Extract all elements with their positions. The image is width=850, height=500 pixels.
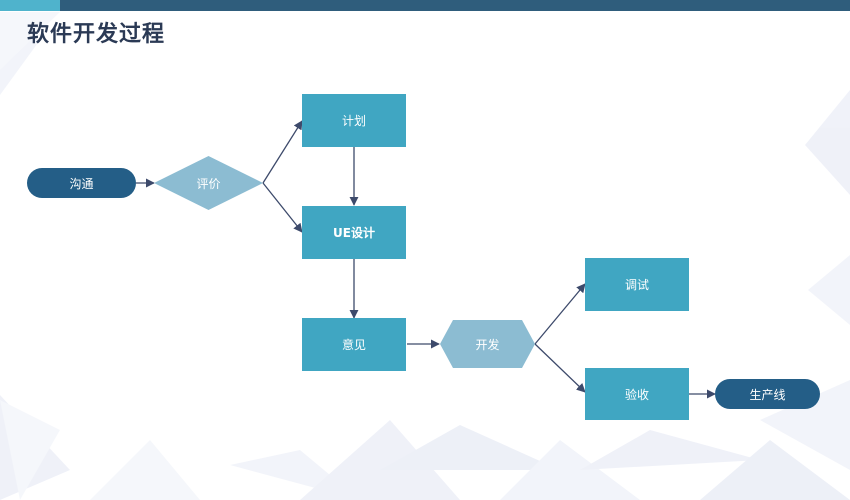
node-tiaoshi[interactable]: 调试 xyxy=(624,278,649,292)
top-bar-accent xyxy=(0,0,60,11)
node-jihua-shape xyxy=(302,94,406,147)
node-yijian-shape xyxy=(302,318,406,371)
node-jihua[interactable]: 计划 xyxy=(341,114,366,128)
node-yijian[interactable]: 意见 xyxy=(341,338,366,352)
top-bar xyxy=(0,0,850,11)
connectors xyxy=(136,120,716,399)
node-goutong-shape xyxy=(27,168,136,198)
node-kaifa-shape xyxy=(440,320,535,368)
decorative-triangles xyxy=(0,12,850,500)
node-kaifa[interactable]: 开发 xyxy=(475,337,500,352)
arrow-pingjia-jihua xyxy=(262,120,303,184)
node-pingjia-shape xyxy=(154,156,263,210)
node-ue-shape xyxy=(302,206,406,259)
node-pingjia[interactable]: 评价 xyxy=(196,176,221,191)
node-tiaoshi-shape xyxy=(585,258,689,311)
arrow-pingjia-ue xyxy=(262,182,303,233)
node-yanshou-shape xyxy=(585,368,689,420)
arrow-kaifa-tiaoshi xyxy=(534,283,586,345)
node-shengchanxian[interactable]: 生产线 xyxy=(749,387,786,402)
node-ue-sheji[interactable]: UE设计 xyxy=(333,226,375,240)
node-yanshou[interactable]: 验收 xyxy=(624,387,649,402)
arrow-kaifa-yanshou xyxy=(534,343,586,393)
node-shengchanxian-shape xyxy=(715,379,820,409)
page-title: 软件开发过程 xyxy=(27,21,166,47)
node-goutong[interactable]: 沟通 xyxy=(69,176,94,191)
